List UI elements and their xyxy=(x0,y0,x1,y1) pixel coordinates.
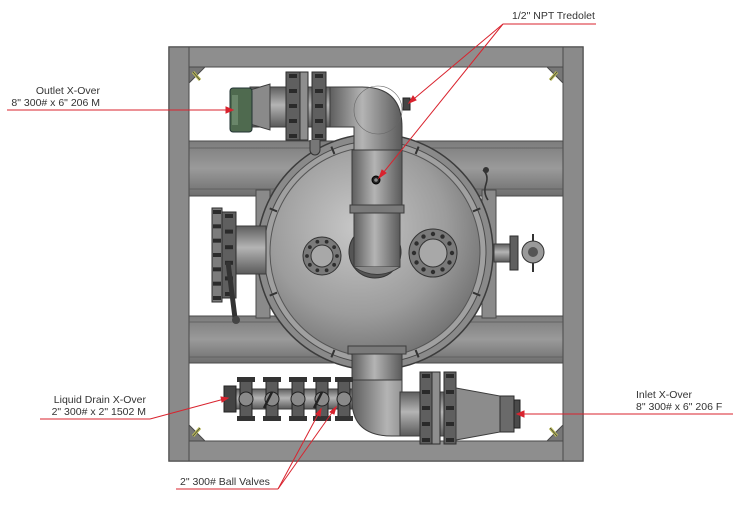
left-manway-flange xyxy=(302,236,342,276)
vessel-ring-bolts xyxy=(269,146,481,358)
inlet-label-line1: Inlet X-Over xyxy=(636,389,693,401)
tredolet-label: 1/2" NPT Tredolet xyxy=(512,10,595,22)
outlet-piping xyxy=(229,71,411,275)
frame-bottom-rail xyxy=(168,440,584,462)
inlet-label-line2: 8" 300# x 6" 206 F xyxy=(636,401,723,413)
right-side-nozzle xyxy=(493,234,545,272)
liquid-drain-label: Liquid Drain X-Over 2" 300# x 2" 1502 M xyxy=(52,394,146,418)
ball-valve xyxy=(262,377,281,421)
ball-valve xyxy=(237,377,255,421)
frame-right-rail xyxy=(562,46,584,462)
inlet-piping xyxy=(347,345,521,445)
ball-valve xyxy=(312,377,331,421)
drain-label-line2: 2" 300# x 2" 1502 M xyxy=(51,406,146,418)
inlet-xover-fitting xyxy=(499,395,515,433)
lifting-lug xyxy=(191,71,202,81)
outlet-label: Outlet X-Over 8" 300# x 6" 206 M xyxy=(11,85,100,109)
outlet-label-line2: 8" 300# x 6" 206 M xyxy=(11,97,100,109)
right-manway-flange xyxy=(408,228,458,278)
inlet-label: Inlet X-Over 8" 300# x 6" 206 F xyxy=(636,389,722,413)
tredolet-leader-a xyxy=(408,23,504,104)
drain-label-line1: Liquid Drain X-Over xyxy=(53,394,146,406)
liquid-drain-assembly xyxy=(223,377,353,421)
lifting-lug xyxy=(548,427,559,437)
left-drain-valve-assembly xyxy=(211,207,267,324)
frame-left-rail xyxy=(168,46,190,462)
outlet-label-line1: Outlet X-Over xyxy=(35,85,100,97)
ball-valves-label: 2" 300# Ball Valves xyxy=(180,476,270,488)
lifting-lug xyxy=(191,427,202,437)
frame-top-rail xyxy=(168,46,584,68)
ball-valve-group xyxy=(237,377,353,421)
callout-leaders xyxy=(7,23,733,490)
ball-valve xyxy=(335,377,353,421)
lifting-lug xyxy=(548,71,559,81)
tredolet-leader-b xyxy=(378,23,504,179)
ball-valve xyxy=(289,377,307,421)
valve-handle xyxy=(225,261,238,319)
